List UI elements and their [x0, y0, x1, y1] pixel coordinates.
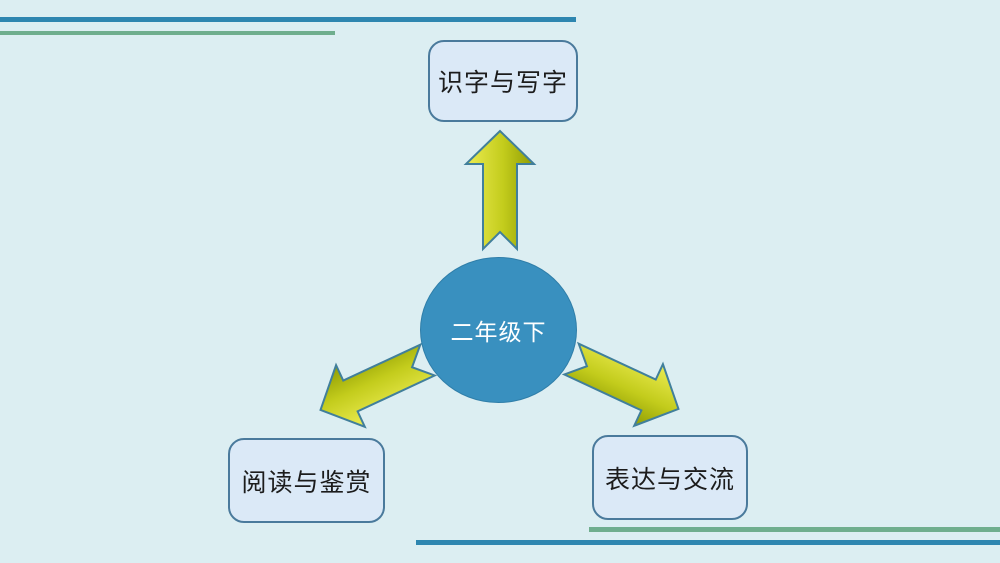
node-expression-communication-label: 表达与交流 — [604, 464, 735, 494]
center-circle-label: 二年级下 — [450, 320, 547, 346]
arrow-down-left-icon — [319, 342, 438, 429]
node-reading-appreciation: 阅读与鉴赏 — [228, 438, 385, 523]
node-reading-appreciation-label: 阅读与鉴赏 — [241, 467, 372, 497]
arrow-up-shape — [463, 129, 537, 252]
bottom-blue-rule — [416, 540, 1000, 545]
node-literacy-writing: 识字与写字 — [428, 40, 578, 122]
arrow-up-icon — [463, 129, 537, 252]
arrow-down-right-icon — [561, 341, 680, 428]
center-circle: 二年级下 — [420, 257, 577, 403]
top-green-rule — [0, 31, 335, 35]
arrow-down-right-shape — [561, 341, 680, 428]
node-expression-communication: 表达与交流 — [592, 435, 748, 520]
bottom-green-rule — [589, 527, 1000, 532]
node-literacy-writing-label: 识字与写字 — [437, 68, 568, 97]
top-blue-rule — [0, 17, 576, 22]
arrow-down-left-shape — [319, 342, 438, 429]
